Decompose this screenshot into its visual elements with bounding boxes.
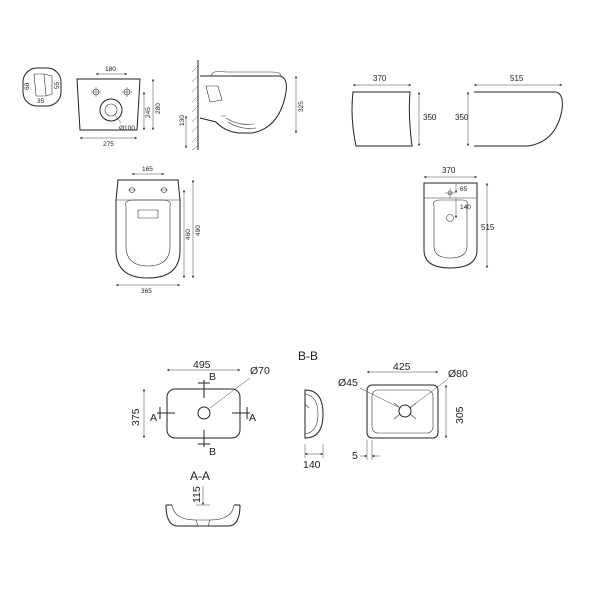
bidet-top-view: 370 65 140 515 xyxy=(423,166,495,269)
toilet-front-outlet: Ø100 xyxy=(119,125,135,132)
toilet-side-dim-130: 130 xyxy=(179,115,186,126)
basin-left-plan: Ø70 495 375 A A B B xyxy=(130,359,270,458)
section-aa-height: 115 xyxy=(191,486,203,503)
section-mark-b-top: B xyxy=(209,371,216,383)
detail-dim-60: 60 xyxy=(24,82,31,90)
toilet-top-dim-490: 490 xyxy=(195,225,202,236)
section-mark-a-right: A xyxy=(249,412,256,424)
toilet-top-dim-460: 460 xyxy=(185,229,192,240)
section-aa-title: A-A xyxy=(190,469,210,483)
bidet-side-dim-350: 350 xyxy=(455,113,469,122)
bidet-side-view: 515 350 xyxy=(455,74,563,147)
basin-right-drain: Ø80 xyxy=(448,368,468,380)
section-mark-b-bottom: B xyxy=(209,446,216,458)
detail-dim-35: 35 xyxy=(37,98,45,105)
section-mark-a-left: A xyxy=(150,412,157,424)
bidet-top-dim-65: 65 xyxy=(460,186,468,193)
basin-right-rim: 5 xyxy=(352,450,358,462)
basin-right-overflow: Ø45 xyxy=(338,377,358,389)
bidet-side-dim-515: 515 xyxy=(510,74,524,83)
toilet-inlet-detail: 60 55 35 xyxy=(22,67,62,107)
basin-right-width: 425 xyxy=(393,361,411,373)
toilet-side-view: 130 325 xyxy=(179,60,305,151)
bidet-front-dim-370: 370 xyxy=(373,74,387,83)
toilet-front-view: 180 275 245 280 Ø100 xyxy=(76,66,162,148)
bidet-front-view: 370 350 xyxy=(351,74,437,147)
basin-right-plan: 425 305 Ø45 Ø80 5 xyxy=(338,361,468,462)
section-bb-depth: 140 xyxy=(303,459,321,471)
basin-right-depth: 305 xyxy=(454,406,466,424)
section-bb-title: B-B xyxy=(298,349,318,363)
bidet-top-dim-370: 370 xyxy=(442,166,456,175)
toilet-top-dim-165: 165 xyxy=(142,166,153,173)
toilet-front-dim-245: 245 xyxy=(145,107,152,118)
toilet-top-view: 165 365 460 490 xyxy=(115,166,202,295)
basin-section-bb: B-B 140 xyxy=(298,349,324,471)
bidet-front-dim-350: 350 xyxy=(423,113,437,122)
toilet-side-dim-325: 325 xyxy=(298,101,305,112)
bidet-top-dim-515: 515 xyxy=(481,223,495,232)
detail-dim-55: 55 xyxy=(54,81,61,89)
toilet-front-dim-275: 275 xyxy=(103,141,114,148)
basin-left-depth: 375 xyxy=(130,408,142,426)
bidet-top-dim-140: 140 xyxy=(460,204,471,211)
basin-left-drain: Ø70 xyxy=(250,365,270,377)
toilet-front-dim-280: 280 xyxy=(155,103,162,114)
toilet-front-dim-180: 180 xyxy=(105,66,116,73)
basin-section-aa: A-A 115 xyxy=(165,469,241,527)
toilet-top-dim-365: 365 xyxy=(141,288,152,295)
basin-left-width: 495 xyxy=(193,359,211,371)
